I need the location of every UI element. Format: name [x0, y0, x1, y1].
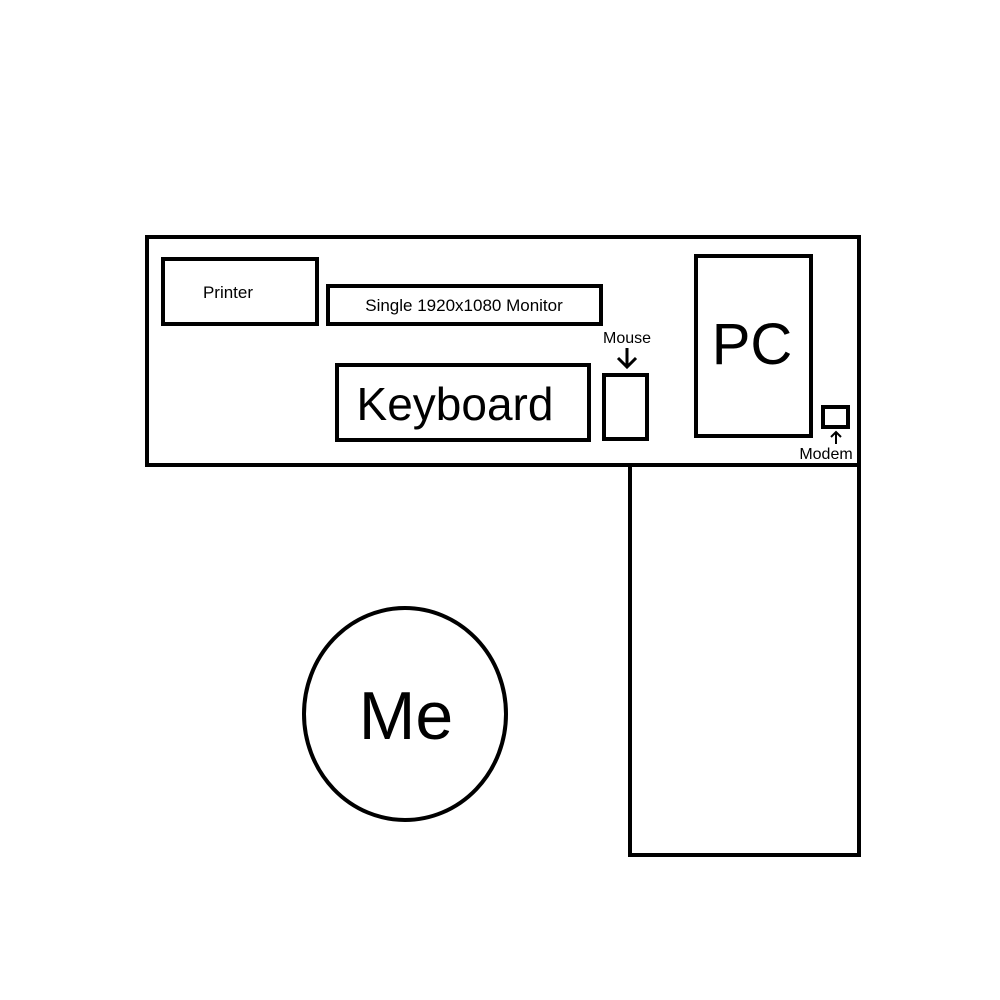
monitor-label: Single 1920x1080 Monitor — [365, 296, 563, 315]
modem-box — [821, 405, 850, 429]
keyboard-box — [335, 363, 591, 442]
printer-box — [161, 257, 319, 326]
keyboard-label: Keyboard — [357, 378, 554, 430]
pc-box — [694, 254, 813, 438]
printer-label: Printer — [203, 283, 253, 302]
mouse-label: Mouse — [603, 330, 651, 347]
mouse-arrow-icon — [616, 348, 638, 370]
monitor-box — [326, 284, 603, 326]
desk-return — [628, 461, 861, 857]
mouse-box — [602, 373, 649, 441]
modem-label: Modem — [799, 446, 852, 463]
me-label: Me — [359, 678, 453, 754]
pc-label: PC — [712, 312, 793, 377]
modem-arrow-icon — [830, 430, 842, 444]
me-circle — [302, 606, 508, 822]
